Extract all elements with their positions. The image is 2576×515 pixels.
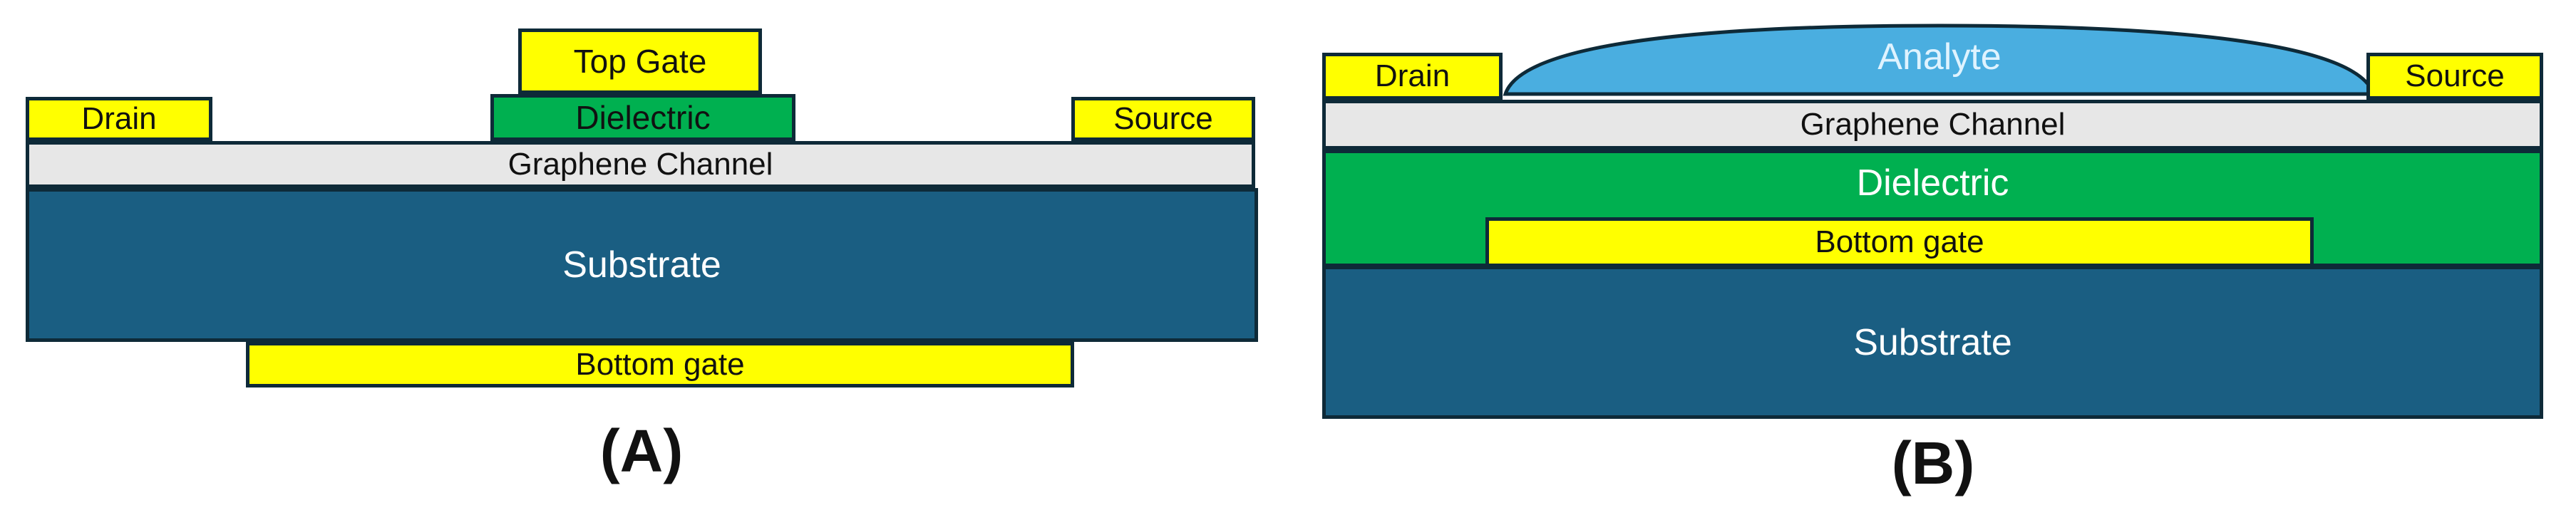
panel-b-bottom-gate: Bottom gate <box>1485 217 2314 267</box>
panel-b-substrate: Substrate <box>1322 266 2543 419</box>
panel-b-drain: Drain <box>1322 53 1503 100</box>
panel-b-source-label: Source <box>2405 58 2505 93</box>
panel-a-substrate-label: Substrate <box>562 244 721 286</box>
panel-b-bottom-gate-label: Bottom gate <box>1815 224 1984 259</box>
panel-b-source: Source <box>2366 53 2543 100</box>
panel-b-graphene-channel-label: Graphene Channel <box>1800 107 2066 142</box>
panel-b-substrate-label: Substrate <box>1853 321 2012 363</box>
panel-a-label: (A) <box>599 417 684 484</box>
panel-a-graphene-channel-label: Graphene Channel <box>508 147 773 182</box>
panel-a-drain: Drain <box>26 97 212 141</box>
panel-a-bottom-gate: Bottom gate <box>246 342 1074 387</box>
panel-b-dielectric-label: Dielectric <box>1856 162 2009 204</box>
panel-a-top-gate: Top Gate <box>518 28 762 94</box>
panel-b-drain-label: Drain <box>1374 58 1451 93</box>
panel-a-dielectric-label: Dielectric <box>575 99 711 136</box>
panel-b-graphene-channel: Graphene Channel <box>1322 100 2543 150</box>
panel-a-drain-label: Drain <box>81 101 157 136</box>
panel-b-label: (B) <box>1891 430 1975 496</box>
panel-a-graphene-channel: Graphene Channel <box>26 141 1255 188</box>
panel-a-bottom-gate-label: Bottom gate <box>575 347 745 382</box>
panel-a-source-label: Source <box>1113 101 1213 136</box>
panel-a-source: Source <box>1071 97 1255 141</box>
panel-a-substrate: Substrate <box>26 188 1258 342</box>
panel-b-analyte-label: Analyte <box>1877 36 2001 78</box>
panel-b-analyte-droplet <box>1503 24 2376 96</box>
panel-a-top-gate-label: Top Gate <box>573 43 707 80</box>
panel-a-dielectric: Dielectric <box>490 94 795 141</box>
